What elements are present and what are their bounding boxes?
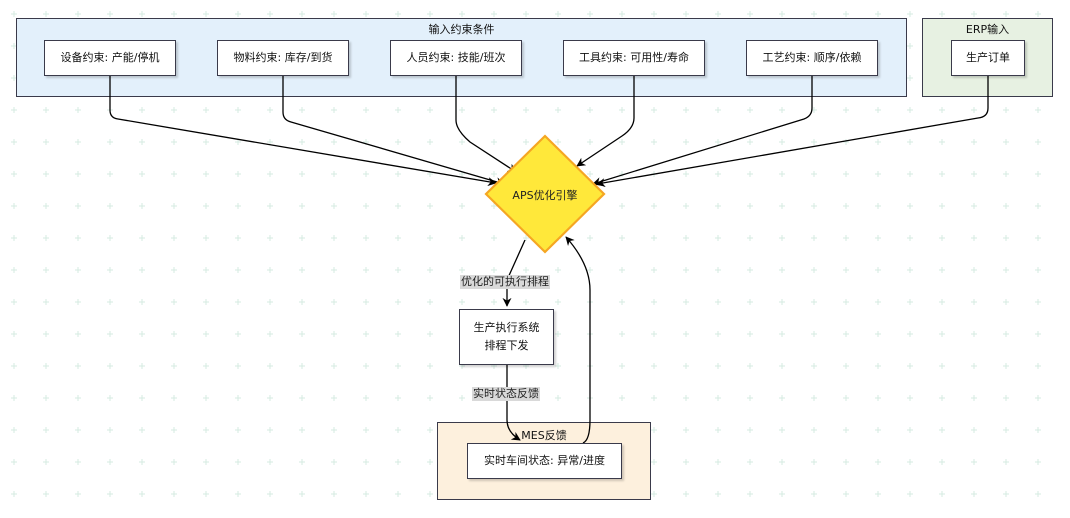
edge-personnel-to-engine	[455, 76, 517, 173]
aps-engine-label: APS优化引擎	[512, 189, 578, 202]
edge-tooling-to-engine	[576, 76, 635, 167]
material-constraint-label: 物料约束: 库存/到货	[233, 51, 333, 65]
edge-material-to-engine	[282, 76, 505, 187]
mes-execution-label-line1: 生产执行系统	[473, 321, 540, 335]
process-constraint-label: 工艺约束: 顺序/依赖	[762, 51, 862, 65]
personnel-constraint-node: 人员约束: 技能/班次	[390, 40, 522, 76]
aps-engine-diamond	[484, 134, 606, 254]
edge-process-to-engine	[592, 76, 813, 186]
erp-input-group-title: ERP输入	[965, 23, 1010, 36]
equipment-constraint-label: 设备约束: 产能/停机	[60, 51, 160, 65]
mes-feedback-group-title: MES反馈	[521, 429, 567, 442]
edge-mes-to-shopfloor	[506, 365, 521, 441]
mes-execution-label-line2: 排程下发	[484, 339, 529, 352]
feedback-edge-label: 实时状态反馈	[472, 387, 540, 401]
erp-input-group: ERP输入	[922, 18, 1053, 97]
edge-engine-to-mes	[502, 239, 526, 307]
shopfloor-status-label: 实时车间状态: 异常/进度	[484, 454, 605, 468]
edge-order-to-engine	[596, 76, 989, 188]
mes-execution-node: 生产执行系统 排程下发	[459, 309, 554, 365]
equipment-constraint-node: 设备约束: 产能/停机	[44, 40, 176, 76]
material-constraint-node: 物料约束: 库存/到货	[217, 40, 349, 76]
shopfloor-status-node: 实时车间状态: 异常/进度	[467, 443, 622, 479]
schedule-edge-label: 优化的可执行排程	[460, 275, 550, 289]
personnel-constraint-label: 人员约束: 技能/班次	[406, 51, 506, 65]
input-constraints-group-title: 输入约束条件	[428, 23, 495, 36]
edge-equipment-to-engine	[109, 76, 497, 187]
edge-shopfloor-feedback-to-engine	[565, 236, 591, 444]
process-constraint-node: 工艺约束: 顺序/依赖	[746, 40, 878, 76]
tooling-constraint-label: 工具约束: 可用性/寿命	[579, 51, 689, 65]
tooling-constraint-node: 工具约束: 可用性/寿命	[563, 40, 705, 76]
production-order-node: 生产订单	[951, 40, 1025, 76]
production-order-label: 生产订单	[966, 51, 1010, 65]
